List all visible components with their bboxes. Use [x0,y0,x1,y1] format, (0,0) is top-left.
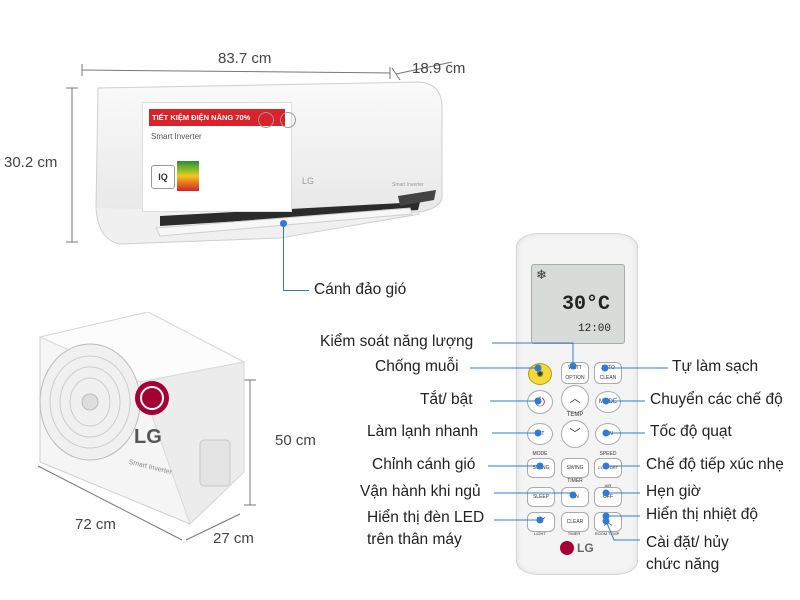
label-jet-cool: Làm lạnh nhanh [367,423,479,440]
clear-button[interactable]: CLEAR [561,512,589,532]
label-comfort-air: Chế độ tiếp xúc nhẹ [646,456,784,473]
indoor-width: 83.7 cm [218,50,272,67]
outdoor-unit: LG Smart Inverter [30,311,250,532]
outdoor-logo: LG [134,426,162,448]
indoor-logo: LG [302,176,315,186]
outdoor-width: 72 cm [75,516,116,533]
sticker-brand-line: Smart Inverter [151,132,202,141]
timer-label: TIMER [567,478,583,484]
swing-horizontal-button[interactable]: SWING [561,458,589,478]
screen-time: 12:00 [578,323,612,335]
label-timer: Hẹn giờ [646,483,701,500]
label-set-cancel-2: chức năng [646,556,720,573]
energy-rating-icon [177,161,199,191]
outdoor-unit-body [38,311,246,525]
timer-sub-label: TIMER [567,531,581,536]
timer-off-button[interactable]: OFF [594,487,622,507]
energy-star-icon: IQ [151,165,175,189]
temp-up-button[interactable]: ︿ [561,385,589,413]
temp-down-button[interactable]: ﹀ [561,420,589,448]
outdoor-depth: 27 cm [213,530,254,547]
outdoor-height: 50 cm [275,432,316,449]
louver-callout-line [283,220,284,290]
label-led-display: Hiển thị đèn LED [367,509,485,526]
label-room-temp: Hiển thị nhiệt độ [646,506,759,523]
label-power: Tắt/ bật [420,391,473,408]
label-energy-control: Kiểm soát năng lượng [320,333,474,350]
label-auto-clean: Tự làm sạch [672,358,759,375]
label-fan-speed: Tốc độ quạt [650,423,732,440]
sticker-headline: TIẾT KIỆM ĐIỆN NĂNG 70% [149,109,285,126]
label-set-cancel: Cài đặt/ hủy [646,534,729,551]
label-led-display-2: trên thân máy [367,531,462,548]
remote-logo: LG [577,541,594,555]
screen-temp: 30°C [562,293,611,316]
indoor-unit: TIẾT KIỆM ĐIỆN NĂNG 70% Smart Inverter I… [80,78,450,248]
indoor-brand-line: Smart Inverter [392,182,424,188]
indoor-depth: 18.9 cm [412,60,466,77]
label-swing: Chỉnh cánh gió [372,456,476,473]
louver-label: Cánh đảo gió [314,281,407,298]
energy-sticker: TIẾT KIỆM ĐIỆN NĂNG 70% Smart Inverter I… [142,102,292,212]
label-anti-mosquito: Chống muỗi [375,358,459,375]
feature-icon [280,112,296,128]
temp-label: TEMP [566,412,584,418]
label-sleep: Vận hành khi ngủ [360,483,481,500]
indoor-height: 30.2 cm [4,154,58,171]
louver-callout-dot [280,220,287,227]
remote-lg-emblem-icon [560,541,574,555]
sleep-button[interactable]: SLEEP [527,487,555,507]
room-temp-label: ROOM TEMP [594,531,620,536]
snowflake-icon: ❄ [536,267,547,282]
remote-screen: ❄ 30°C 12:00 [531,264,625,344]
label-mode: Chuyển các chế độ [650,391,783,408]
light-label: LIGHT [534,531,546,536]
feature-icon [258,112,274,128]
